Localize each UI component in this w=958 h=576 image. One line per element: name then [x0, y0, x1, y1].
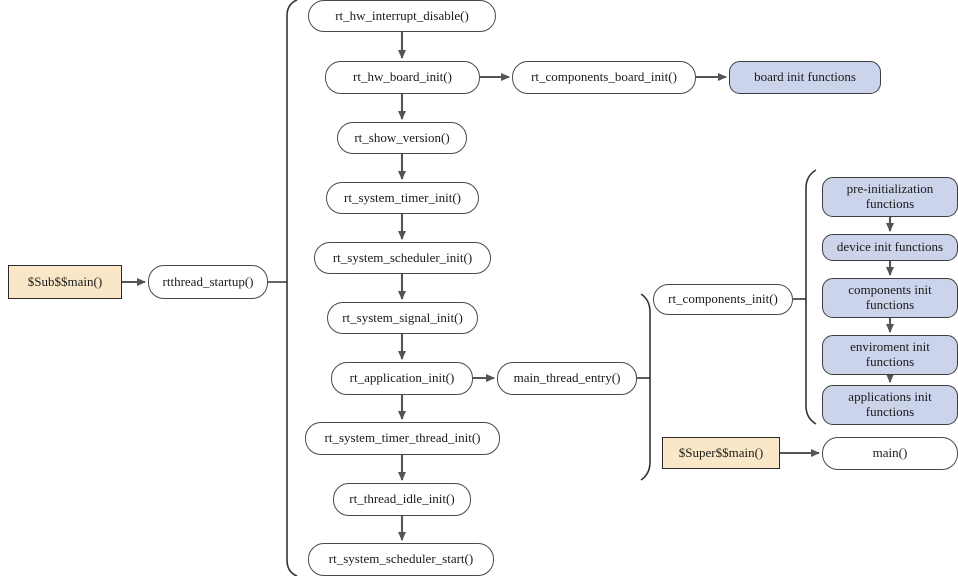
node-rt-thread-idle-init-label: rt_thread_idle_init(): [349, 491, 455, 507]
node-main-thread-entry[interactable]: main_thread_entry(): [497, 362, 637, 395]
node-rt-system-scheduler-init[interactable]: rt_system_scheduler_init(): [314, 242, 491, 274]
node-rt-system-timer-thread-init-label: rt_system_timer_thread_init(): [324, 430, 481, 446]
node-sub-main[interactable]: $Sub$$main(): [8, 265, 122, 299]
node-rt-hw-board-init[interactable]: rt_hw_board_init(): [325, 61, 480, 94]
node-rt-show-version-label: rt_show_version(): [354, 129, 450, 145]
node-rt-application-init[interactable]: rt_application_init(): [331, 362, 473, 395]
node-applications-init-functions-label: applications init functions: [848, 389, 932, 419]
node-main-label: main(): [872, 445, 908, 461]
node-rt-components-board-init[interactable]: rt_components_board_init(): [512, 61, 696, 94]
node-super-main-label: $Super$$main(): [678, 444, 764, 460]
node-device-init-functions-label: device init functions: [836, 239, 944, 255]
node-applications-init-functions[interactable]: applications init functions: [822, 385, 958, 425]
node-components-init-functions-label: components init functions: [848, 282, 932, 312]
node-board-init-functions-label: board init functions: [754, 69, 856, 85]
node-rt-components-init[interactable]: rt_components_init(): [653, 284, 793, 315]
node-enviroment-init-functions-label: enviroment init functions: [850, 339, 930, 369]
node-rt-system-signal-init[interactable]: rt_system_signal_init(): [327, 302, 478, 334]
node-rt-system-timer-thread-init[interactable]: rt_system_timer_thread_init(): [305, 422, 500, 455]
node-rt-hw-interrupt-disable-label: rt_hw_interrupt_disable(): [335, 7, 469, 23]
node-rt-thread-idle-init[interactable]: rt_thread_idle_init(): [333, 483, 471, 516]
node-pre-initialization-functions-label: pre-initialization functions: [846, 181, 934, 211]
node-sub-main-label: $Sub$$main(): [27, 273, 103, 289]
brace-main-thread-entry: [637, 293, 651, 481]
node-device-init-functions[interactable]: device init functions: [822, 234, 958, 261]
node-board-init-functions[interactable]: board init functions: [729, 61, 881, 94]
brace-components-init: [793, 169, 817, 425]
node-rt-system-timer-init-label: rt_system_timer_init(): [344, 189, 461, 205]
node-rt-components-init-label: rt_components_init(): [668, 291, 778, 307]
brace-startup: [268, 0, 298, 576]
node-rt-hw-board-init-label: rt_hw_board_init(): [353, 69, 452, 85]
node-main-thread-entry-label: main_thread_entry(): [513, 370, 621, 386]
node-rtthread-startup-label: rtthread_startup(): [162, 273, 254, 289]
node-rt-system-timer-init[interactable]: rt_system_timer_init(): [326, 182, 479, 214]
node-enviroment-init-functions[interactable]: enviroment init functions: [822, 335, 958, 375]
node-rt-components-board-init-label: rt_components_board_init(): [531, 69, 677, 85]
node-rtthread-startup[interactable]: rtthread_startup(): [148, 265, 268, 299]
node-main[interactable]: main(): [822, 437, 958, 470]
node-rt-system-scheduler-start-label: rt_system_scheduler_start(): [328, 551, 474, 567]
node-rt-show-version[interactable]: rt_show_version(): [337, 122, 467, 154]
node-pre-initialization-functions[interactable]: pre-initialization functions: [822, 177, 958, 217]
node-components-init-functions[interactable]: components init functions: [822, 278, 958, 318]
node-rt-application-init-label: rt_application_init(): [349, 370, 455, 386]
node-rt-system-scheduler-start[interactable]: rt_system_scheduler_start(): [308, 543, 494, 576]
node-rt-system-signal-init-label: rt_system_signal_init(): [342, 309, 463, 325]
node-super-main[interactable]: $Super$$main(): [662, 437, 780, 469]
node-rt-hw-interrupt-disable[interactable]: rt_hw_interrupt_disable(): [308, 0, 496, 32]
node-rt-system-scheduler-init-label: rt_system_scheduler_init(): [332, 249, 473, 265]
